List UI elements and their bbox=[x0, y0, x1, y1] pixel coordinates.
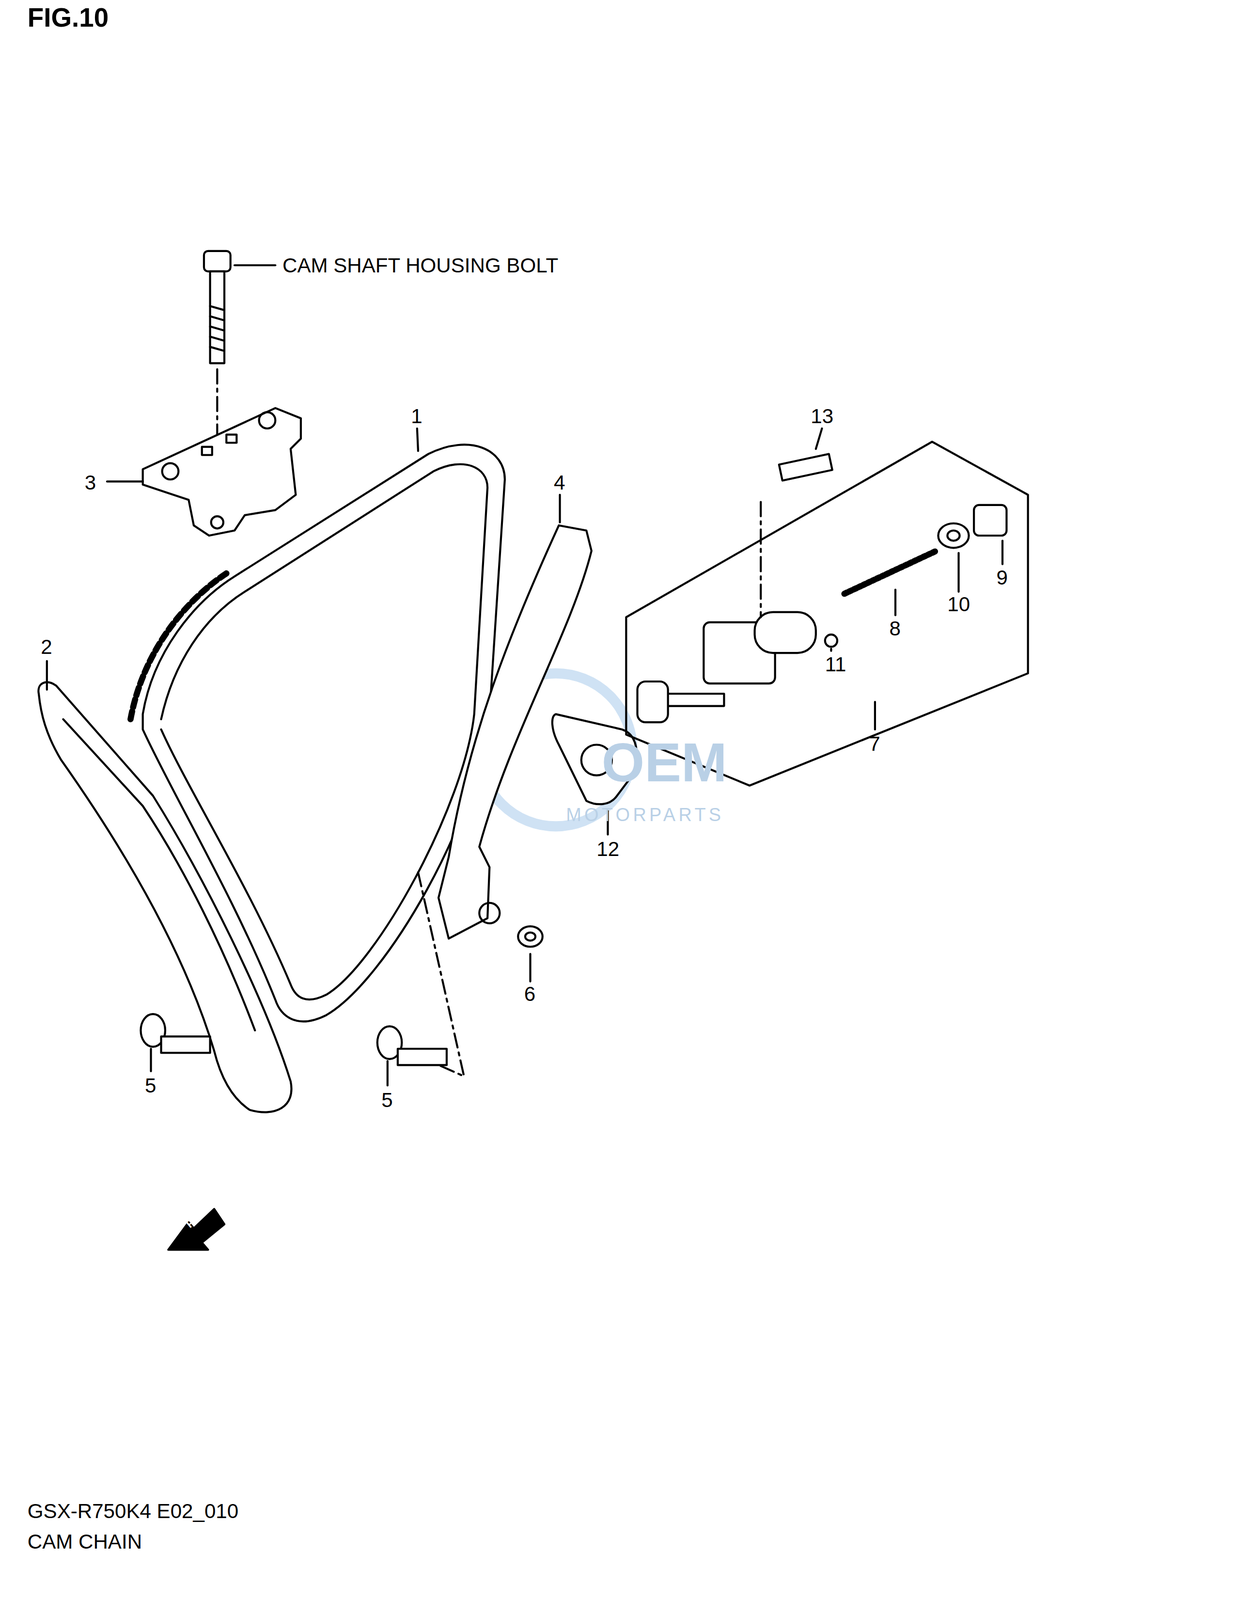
callout-number: 3 bbox=[84, 472, 96, 493]
callout-number: 11 bbox=[825, 653, 847, 674]
watermark: OEM bbox=[601, 734, 728, 790]
drawing-code: GSX-R750K4 E02_010 bbox=[27, 1500, 239, 1521]
callout-number: 2 bbox=[40, 636, 52, 657]
callout-number: 6 bbox=[524, 983, 536, 1004]
callout-number: 4 bbox=[553, 472, 565, 493]
callout-number: 12 bbox=[596, 838, 620, 859]
callout-number: 5 bbox=[144, 1074, 157, 1096]
callout-number: 9 bbox=[996, 566, 1008, 588]
callout-number: 8 bbox=[889, 618, 901, 639]
drawing-title: CAM CHAIN bbox=[27, 1530, 142, 1551]
part-label: CAM SHAFT HOUSING BOLT bbox=[282, 254, 559, 276]
callout-number: 1 bbox=[410, 406, 423, 427]
callout-number: 10 bbox=[947, 593, 971, 614]
callout-number: 7 bbox=[868, 733, 880, 754]
callout-number: 5 bbox=[381, 1089, 393, 1110]
watermark: MOTORPARTS bbox=[565, 805, 724, 825]
callout-number: 13 bbox=[810, 406, 834, 427]
figure-number: FIG.10 bbox=[27, 3, 109, 31]
